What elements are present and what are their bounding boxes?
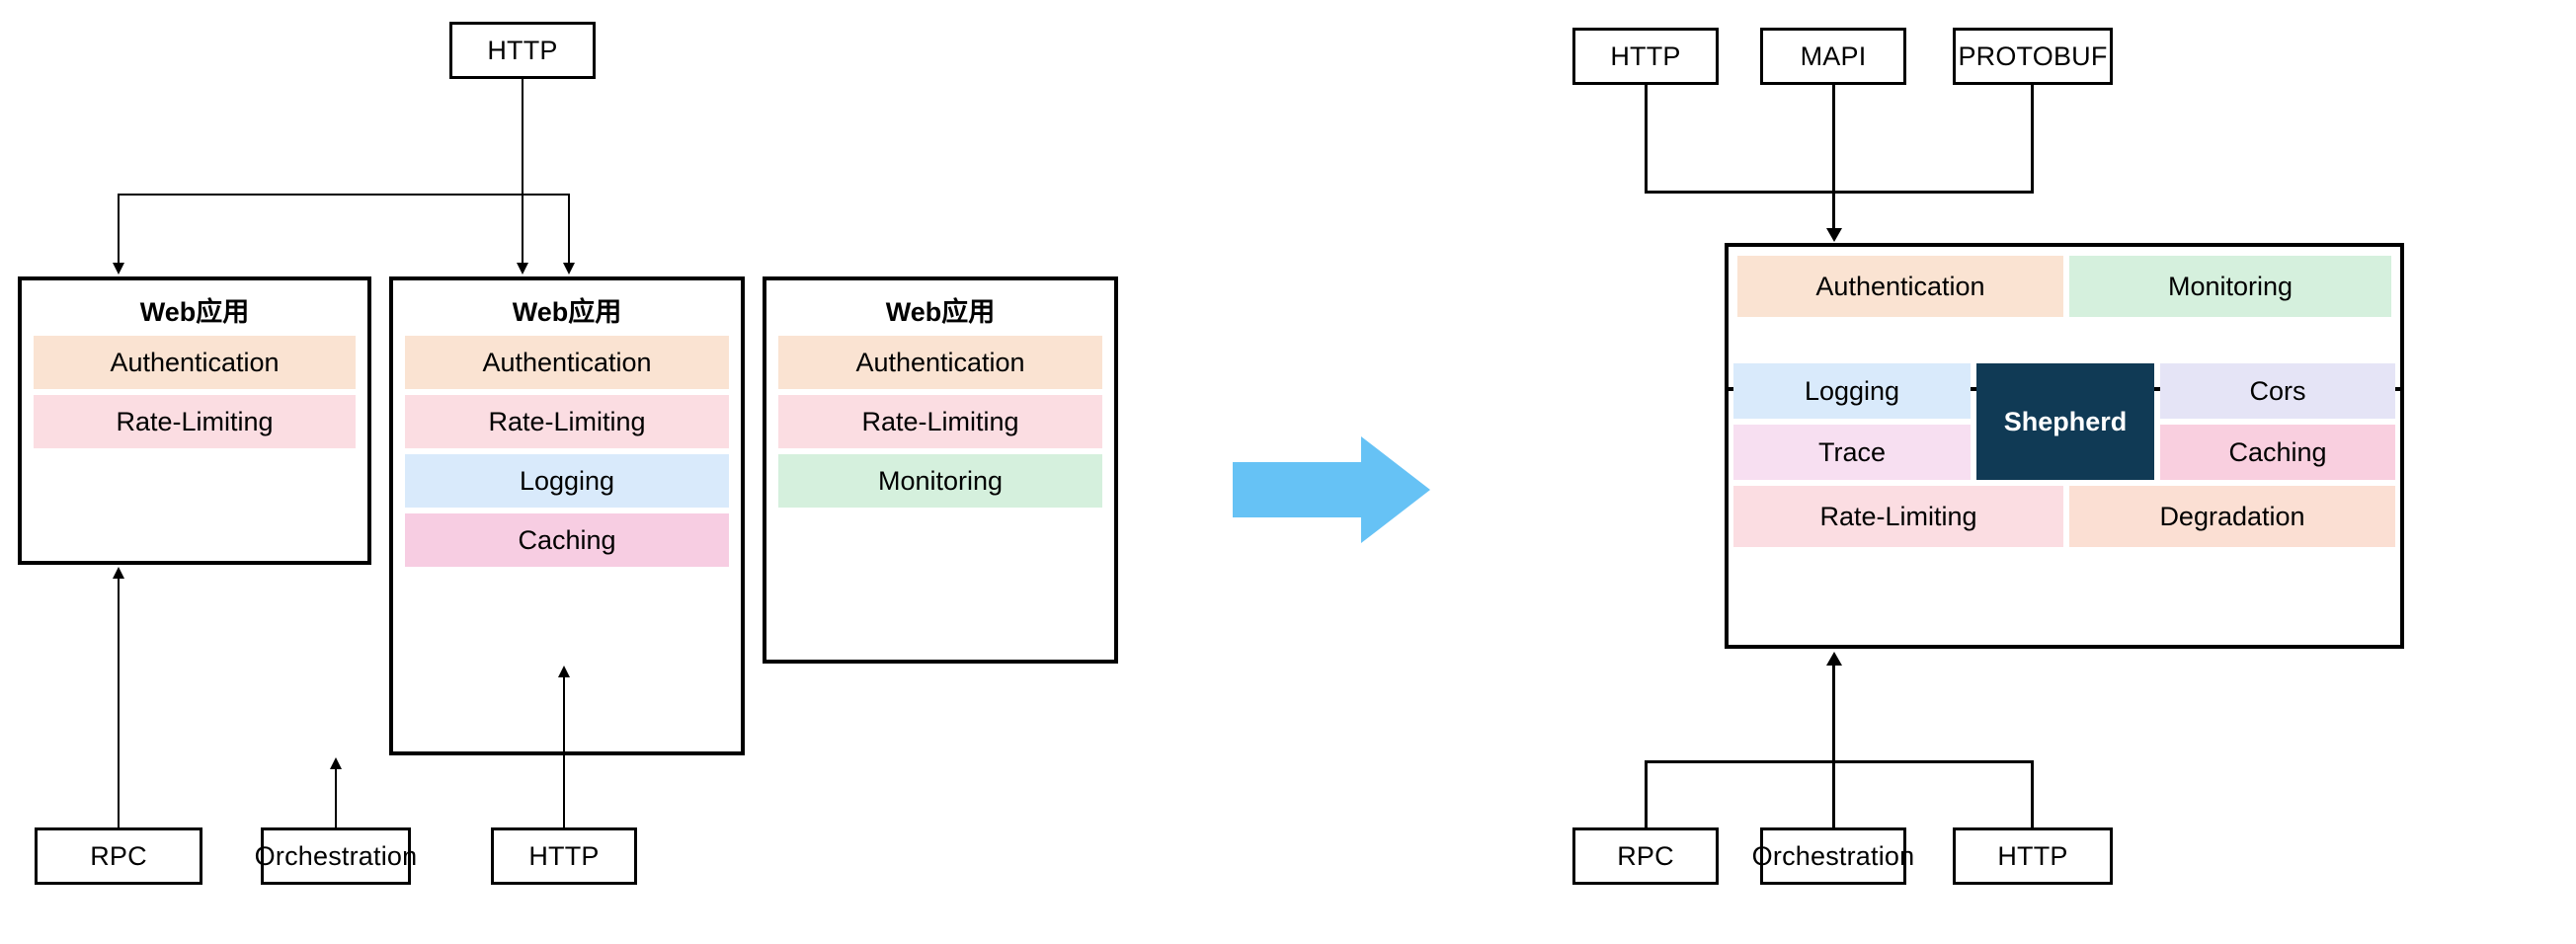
middleware-tile-label: Authentication — [110, 347, 280, 377]
right-consumer-http-label: HTTP — [1997, 840, 2068, 871]
middleware-tile: Authentication — [778, 336, 1102, 389]
gateway-tile-label: Degradation — [2159, 501, 2305, 531]
left-consumer-http-label: HTTP — [528, 840, 600, 871]
left-consumer-line-2 — [335, 769, 337, 827]
protocol-mapi-label: MAPI — [1800, 40, 1867, 71]
middleware-tile-label: Rate-Limiting — [488, 406, 646, 436]
gateway-tile: Cors — [2160, 363, 2395, 419]
right-consumer-stem-orchestration — [1832, 760, 1835, 829]
left-consumer-arrowhead-3 — [558, 666, 570, 677]
left-source-http-label: HTTP — [487, 35, 558, 65]
web-app-title-2: Web应用 — [512, 297, 622, 327]
web-app-title-3: Web应用 — [885, 297, 996, 327]
left-drop-app-2 — [522, 194, 523, 265]
right-consumer-bus — [1645, 760, 2034, 763]
web-app-title-1: Web应用 — [139, 297, 250, 327]
left-consumer-line-1 — [118, 579, 120, 827]
gateway-tile: Rate-Limiting — [1733, 486, 2063, 547]
gateway-shepherd-tile: Shepherd — [1976, 363, 2154, 480]
gateway-tile-label: Logging — [1804, 375, 1900, 406]
left-consumer-http-box: HTTP — [491, 827, 637, 885]
protocol-stem-protobuf — [2031, 85, 2034, 194]
middleware-tile: Authentication — [34, 336, 356, 389]
protocol-protobuf-box: PROTOBUF — [1953, 28, 2113, 85]
gateway-tile: Trace — [1733, 425, 1971, 480]
left-consumer-line-3 — [563, 677, 565, 827]
gateway-tile-label: Cors — [2249, 375, 2306, 406]
middleware-tile: Rate-Limiting — [34, 395, 356, 448]
right-consumer-to-gateway-arrowhead — [1826, 652, 1842, 666]
right-consumer-to-gateway-line — [1832, 664, 1835, 762]
protocol-to-gateway-line — [1832, 191, 1835, 238]
left-fanout-bus — [118, 194, 570, 196]
left-source-http-box: HTTP — [449, 22, 596, 79]
left-arrowhead-app-2 — [517, 263, 528, 275]
middleware-tile-label: Caching — [518, 524, 616, 555]
gateway-top-row: Authentication Monitoring — [1737, 256, 2391, 317]
middleware-tile-label: Authentication — [482, 347, 652, 377]
gateway-tile: Authentication — [1737, 256, 2063, 317]
gateway-tile-label: Authentication — [1815, 271, 1985, 301]
protocol-stem-http — [1645, 85, 1648, 194]
middleware-tile: Rate-Limiting — [405, 395, 729, 448]
web-app-tiles-1: Authentication Rate-Limiting — [22, 336, 367, 458]
middleware-tile-label: Logging — [519, 465, 615, 496]
gateway-tile-label: Caching — [2228, 436, 2327, 467]
left-consumer-orchestration-box: Orchestration — [255, 827, 417, 885]
right-consumer-stem-http — [2031, 760, 2034, 829]
middleware-tile: Authentication — [405, 336, 729, 389]
web-app-tiles-2: Authentication Rate-Limiting Logging Cac… — [393, 336, 741, 577]
gateway-right-column: Cors Caching — [2160, 363, 2395, 480]
gateway-bottom-row: Rate-Limiting Degradation — [1733, 486, 2395, 547]
web-app-box-1: Web应用 Authentication Rate-Limiting — [18, 276, 371, 565]
protocol-protobuf-label: PROTOBUF — [1958, 40, 2108, 71]
protocol-http-label: HTTP — [1610, 40, 1681, 71]
left-consumer-orchestration-label: Orchestration — [254, 840, 418, 871]
right-consumer-http-box: HTTP — [1953, 827, 2113, 885]
right-consumer-rpc-box: RPC — [1572, 827, 1719, 885]
middleware-tile: Logging — [405, 454, 729, 508]
right-consumer-rpc-label: RPC — [1617, 840, 1674, 871]
web-app-box-2: Web应用 Authentication Rate-Limiting Loggi… — [389, 276, 745, 755]
middleware-tile-label: Authentication — [855, 347, 1025, 377]
left-consumer-rpc-box: RPC — [35, 827, 202, 885]
protocol-merge-bus — [1645, 191, 2034, 194]
left-drop-app-3 — [568, 194, 570, 265]
middleware-tile: Caching — [405, 513, 729, 567]
web-app-tiles-3: Authentication Rate-Limiting Monitoring — [766, 336, 1114, 517]
left-consumer-arrowhead-1 — [113, 567, 124, 579]
left-drop-app-1 — [118, 194, 120, 265]
gateway-tile: Monitoring — [2068, 256, 2391, 317]
middleware-tile-label: Rate-Limiting — [116, 406, 274, 436]
middleware-tile: Rate-Limiting — [778, 395, 1102, 448]
gateway-tile-label: Rate-Limiting — [1819, 501, 1977, 531]
gateway-left-column: Logging Trace — [1733, 363, 1971, 480]
left-arrowhead-app-3 — [563, 263, 575, 275]
protocol-to-gateway-arrowhead — [1826, 228, 1842, 242]
protocol-mapi-box: MAPI — [1760, 28, 1906, 85]
protocol-http-box: HTTP — [1572, 28, 1719, 85]
gateway-shepherd-label: Shepherd — [2003, 406, 2128, 436]
web-app-box-3: Web应用 Authentication Rate-Limiting Monit… — [763, 276, 1118, 664]
middleware-tile-label: Monitoring — [877, 465, 1004, 496]
left-consumer-rpc-label: RPC — [90, 840, 147, 871]
gateway-tile: Caching — [2160, 425, 2395, 480]
right-consumer-stem-rpc — [1645, 760, 1648, 829]
gateway-tile: Logging — [1733, 363, 1971, 419]
middleware-tile-label: Rate-Limiting — [861, 406, 1019, 436]
gateway-tile-label: Monitoring — [2167, 271, 2294, 301]
left-consumer-arrowhead-2 — [330, 757, 342, 769]
right-consumer-orchestration-label: Orchestration — [1751, 840, 1915, 871]
middleware-tile: Monitoring — [778, 454, 1102, 508]
transform-right-arrow-icon — [1233, 436, 1430, 543]
gateway-tile: Degradation — [2069, 486, 2395, 547]
left-arrowhead-app-1 — [113, 263, 124, 275]
gateway-tile-label: Trace — [1817, 436, 1886, 467]
left-source-stem — [522, 79, 523, 195]
protocol-stem-mapi — [1832, 85, 1835, 194]
gateway-middle-row: Logging Trace Shepherd Cors Caching — [1733, 363, 2395, 480]
right-consumer-orchestration-box: Orchestration — [1752, 827, 1914, 885]
